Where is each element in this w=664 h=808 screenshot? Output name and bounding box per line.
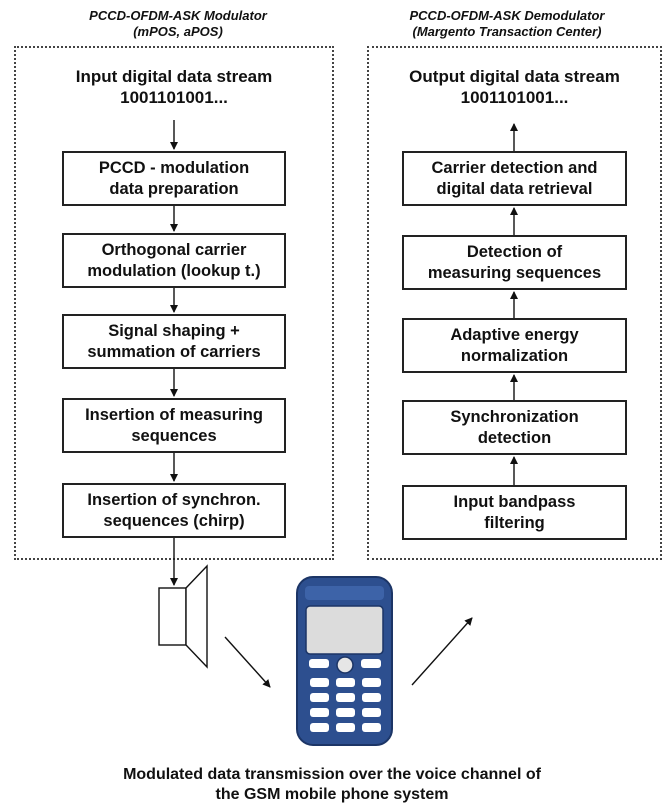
block-label: Adaptive energy [450, 325, 579, 344]
caption-line2: the GSM mobile phone system [215, 786, 449, 803]
caption-line1: Modulated data transmission over the voi… [123, 766, 541, 783]
block-label: digital data retrieval [436, 179, 593, 198]
block-label: normalization [460, 346, 569, 365]
speaker-icon [158, 564, 208, 669]
block-label: Carrier detection and [431, 158, 598, 177]
demodulator-block-bandpass: Input bandpass filtering [402, 485, 627, 540]
demodulator-panel [367, 46, 662, 560]
block-label: Detection of [466, 242, 563, 261]
block-label: data preparation [109, 179, 239, 198]
block-label: Signal shaping + [108, 321, 240, 340]
demodulator-title: PCCD-OFDM-ASK Demodulator (Margento Tran… [350, 8, 664, 40]
output-stream-label: Output digital data stream [409, 67, 620, 86]
demodulator-block-energy-normalization: Adaptive energy normalization [402, 318, 627, 373]
input-data-stream: Input digital data stream 1001101001... [14, 66, 334, 108]
mobile-phone-icon [296, 576, 393, 746]
modulator-title-line1: PCCD-OFDM-ASK Modulator [89, 8, 267, 23]
block-label: Orthogonal carrier [101, 240, 247, 259]
demodulator-block-synchronization: Synchronization detection [402, 400, 627, 455]
output-data-stream: Output digital data stream 1001101001... [367, 66, 662, 108]
block-label: summation of carriers [87, 342, 261, 361]
diagram-caption: Modulated data transmission over the voi… [0, 765, 664, 805]
block-label: measuring sequences [427, 263, 602, 282]
modulator-block-synchron: Insertion of synchron. sequences (chirp) [62, 483, 286, 538]
block-label: Insertion of measuring [85, 405, 263, 424]
modulator-block-signal-shaping: Signal shaping + summation of carriers [62, 314, 286, 369]
modulator-block-measuring: Insertion of measuring sequences [62, 398, 286, 453]
block-label: modulation (lookup t.) [87, 261, 261, 280]
block-label: Input bandpass [453, 492, 576, 511]
block-label: sequences (chirp) [103, 511, 245, 530]
arrow-speaker-to-phone [224, 636, 271, 688]
input-stream-bits: 1001101001... [120, 88, 228, 107]
block-label: PCCD - modulation [98, 158, 250, 177]
input-stream-label: Input digital data stream [75, 67, 273, 86]
modulator-title-line2: (mPOS, aPOS) [133, 24, 223, 39]
block-label: detection [477, 428, 552, 447]
demodulator-block-carrier-detection: Carrier detection and digital data retri… [402, 151, 627, 206]
output-stream-bits: 1001101001... [460, 88, 569, 107]
block-label: sequences [131, 426, 217, 445]
modulator-block-orthogonal: Orthogonal carrier modulation (lookup t.… [62, 233, 286, 288]
demodulator-title-line1: PCCD-OFDM-ASK Demodulator [409, 8, 605, 23]
demodulator-title-line2: (Margento Transaction Center) [412, 24, 602, 39]
block-label: Insertion of synchron. [87, 490, 261, 509]
block-label: Synchronization [450, 407, 579, 426]
demodulator-block-measuring-detection: Detection of measuring sequences [402, 235, 627, 290]
modulator-title: PCCD-OFDM-ASK Modulator (mPOS, aPOS) [18, 8, 338, 40]
block-label: filtering [484, 513, 545, 532]
modulator-block-pccd: PCCD - modulation data preparation [62, 151, 286, 206]
arrow-phone-to-demodulator [411, 617, 473, 686]
